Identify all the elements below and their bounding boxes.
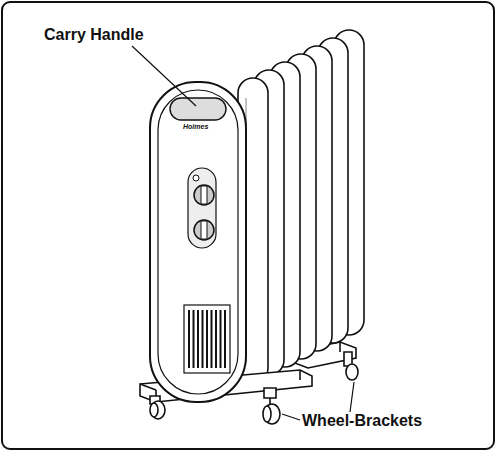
vent-grille	[189, 310, 225, 368]
front-panel	[150, 82, 246, 402]
grille-slot	[211, 310, 213, 368]
grille-slot	[193, 310, 195, 368]
grille-slot	[188, 310, 190, 368]
part-label: Wheel-Brackets	[302, 412, 422, 430]
grille-slot	[224, 310, 226, 368]
grille-slot	[202, 310, 204, 368]
radiator-fins	[238, 30, 364, 383]
brand-label: Holmes	[183, 123, 208, 130]
frame	[2, 2, 494, 449]
grille-slot	[206, 310, 208, 368]
leader-lines	[132, 46, 354, 420]
grille-slot	[215, 310, 217, 368]
part-label: Carry Handle	[44, 26, 144, 44]
grille-slot	[220, 310, 222, 368]
carry-handle	[170, 98, 226, 120]
grille-slot	[197, 310, 199, 368]
